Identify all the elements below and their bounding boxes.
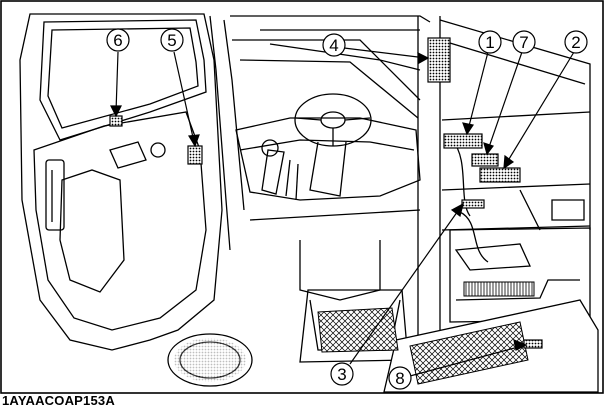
decal-2 xyxy=(479,167,521,183)
callout-7: 7 xyxy=(512,30,536,54)
figure-id-code: 1AYAACOAP153A xyxy=(2,393,115,408)
decal-8 xyxy=(523,339,543,349)
seat-vent xyxy=(463,281,535,297)
decal-3 xyxy=(461,199,485,209)
svg-text:1: 1 xyxy=(485,33,494,52)
floor-mat-left xyxy=(317,307,399,353)
svg-text:6: 6 xyxy=(113,31,122,50)
callout-3: 3 xyxy=(330,362,354,386)
callout-2: 2 xyxy=(564,30,588,54)
callout-1: 1 xyxy=(478,30,502,54)
cab-structure xyxy=(19,13,599,393)
decal-5 xyxy=(187,145,203,165)
callout-leaders xyxy=(110,47,575,377)
svg-text:4: 4 xyxy=(329,36,338,55)
callout-8: 8 xyxy=(388,366,412,390)
callout-4: 4 xyxy=(322,33,346,57)
svg-text:7: 7 xyxy=(519,33,528,52)
callout-5: 5 xyxy=(160,28,184,52)
svg-text:8: 8 xyxy=(395,369,404,388)
callout-6: 6 xyxy=(106,28,130,52)
decals xyxy=(109,37,543,349)
decal-6 xyxy=(109,115,123,127)
tire-tread xyxy=(174,338,246,382)
decal-4 xyxy=(427,37,451,83)
decal-1 xyxy=(443,133,483,149)
decal-7 xyxy=(471,153,499,167)
svg-text:2: 2 xyxy=(571,33,580,52)
svg-text:5: 5 xyxy=(167,31,176,50)
svg-text:3: 3 xyxy=(337,365,346,384)
